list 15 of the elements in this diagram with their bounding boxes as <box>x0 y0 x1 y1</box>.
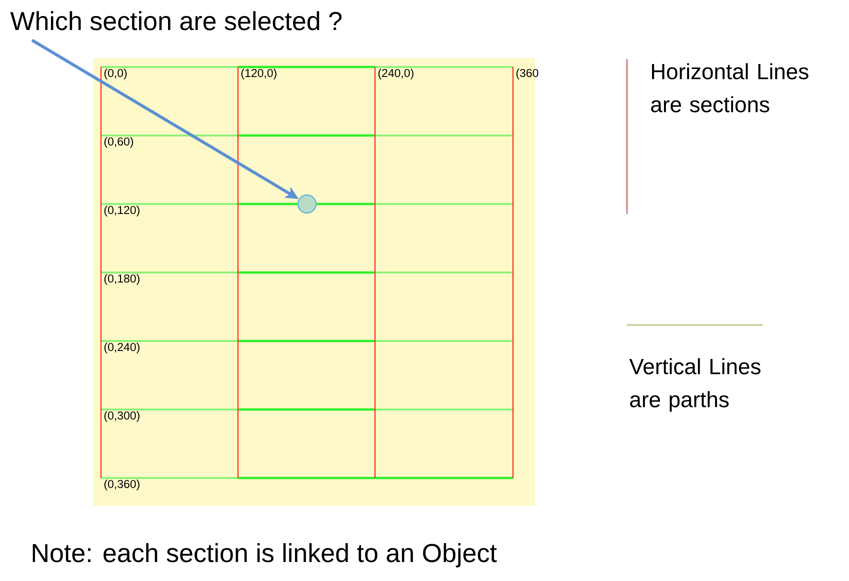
note-text: Note: each section is linked to an Object <box>32 543 497 568</box>
coordinate-label: (360 <box>516 68 538 80</box>
coordinate-label: (0,0) <box>104 68 127 80</box>
coordinate-label: (0,120) <box>104 206 140 216</box>
question-text: Which section are selected ? <box>10 11 342 30</box>
coordinate-label: (0,300) <box>104 411 140 422</box>
coordinate-label: (0,360) <box>104 480 140 490</box>
legend-text: Horizontal Lines are sections <box>651 63 808 112</box>
coordinate-label: (0,60) <box>104 137 134 148</box>
selection-marker <box>297 194 317 214</box>
coordinate-label: (0,240) <box>104 342 140 354</box>
coordinate-label: (0,180) <box>104 274 140 285</box>
coordinate-label: (240,0) <box>378 68 414 80</box>
coordinate-label: (120,0) <box>241 68 276 80</box>
legend-text: Vertical Lines are parths <box>629 358 760 412</box>
